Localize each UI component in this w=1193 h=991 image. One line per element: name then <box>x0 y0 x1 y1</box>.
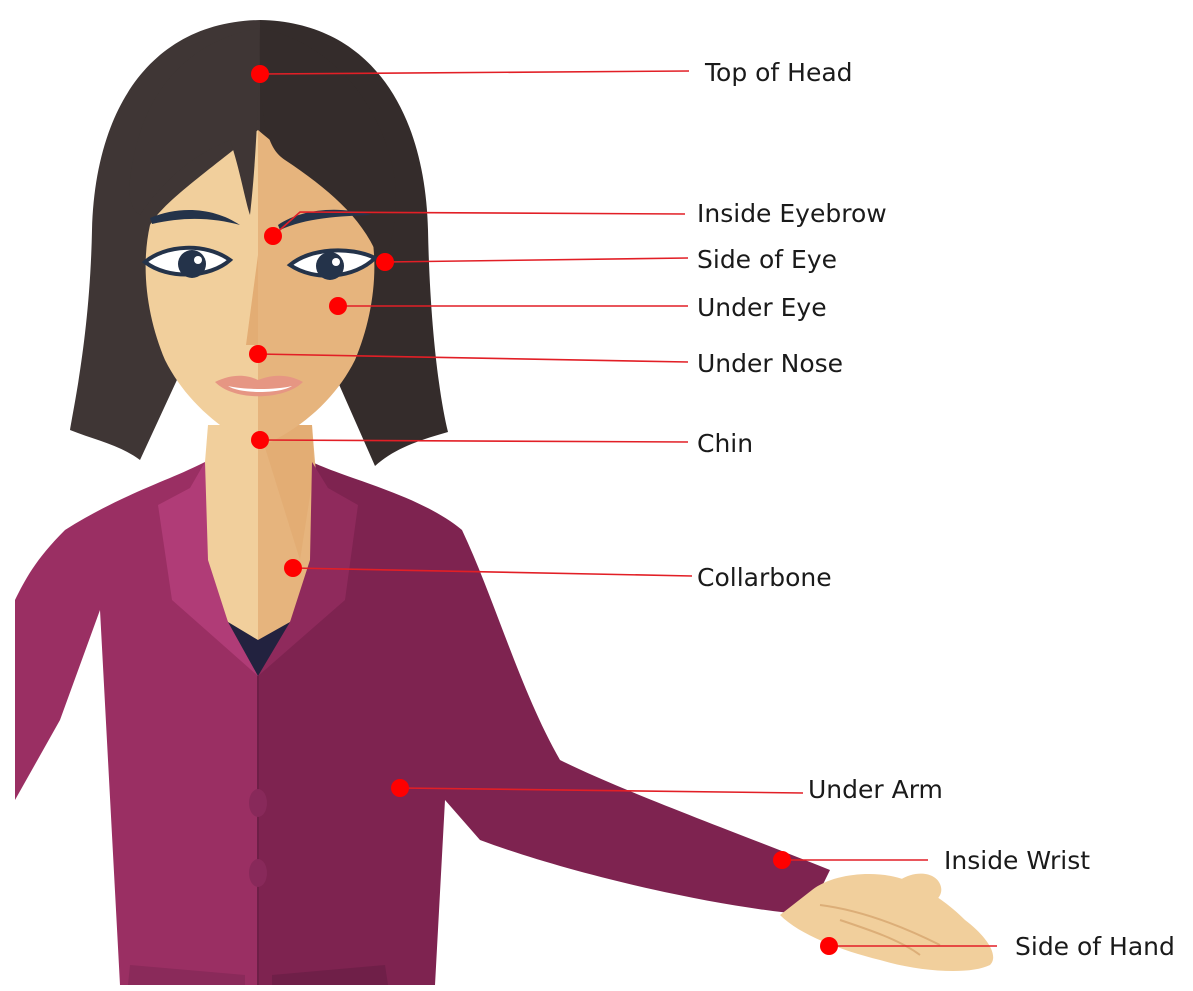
side-of-eye-label: Side of Eye <box>697 245 837 274</box>
iris-left <box>178 250 206 278</box>
collarbone-marker <box>284 559 302 577</box>
chin-marker <box>251 431 269 449</box>
eye-glint-left <box>194 256 202 264</box>
iris-right <box>316 252 344 280</box>
inside-wrist-label: Inside Wrist <box>944 846 1090 875</box>
under-nose-label: Under Nose <box>697 349 843 378</box>
woman-illustration <box>15 20 993 985</box>
top-of-head-label: Top of Head <box>704 58 853 87</box>
inside-eyebrow-marker <box>264 227 282 245</box>
chin-label: Chin <box>697 429 753 458</box>
collarbone-label: Collarbone <box>697 563 832 592</box>
under-eye-marker <box>329 297 347 315</box>
inside-wrist-marker <box>773 851 791 869</box>
under-nose-marker <box>249 345 267 363</box>
side-of-hand-label: Side of Hand <box>1015 932 1175 961</box>
side-of-hand-marker <box>820 937 838 955</box>
jacket-button <box>249 859 267 887</box>
top-of-head-marker <box>251 65 269 83</box>
side-of-eye-marker <box>376 253 394 271</box>
jacket-button <box>249 789 267 817</box>
leader-line <box>385 258 688 262</box>
eye-glint-right <box>332 258 340 266</box>
leader-line <box>260 440 688 442</box>
under-eye-label: Under Eye <box>697 293 827 322</box>
inside-eyebrow-label: Inside Eyebrow <box>697 199 887 228</box>
under-arm-label: Under Arm <box>808 775 943 804</box>
under-arm-marker <box>391 779 409 797</box>
point-labels: Top of Head Inside Eyebrow Side of Eye U… <box>697 58 1175 961</box>
